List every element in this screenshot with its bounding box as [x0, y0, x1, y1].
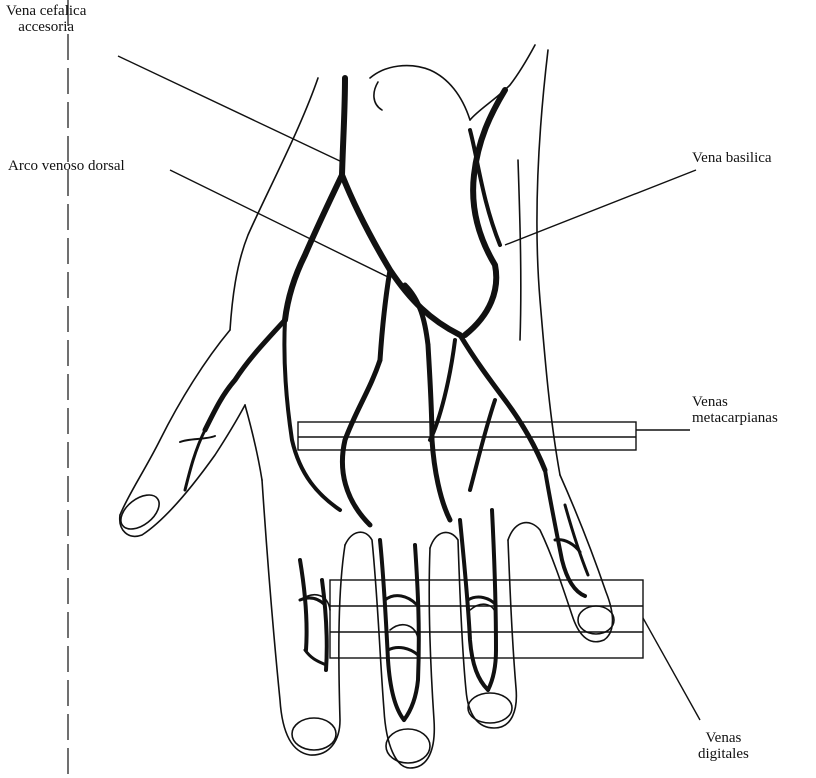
label-vena-cefalica-accesoria: Vena cefalica accesoria: [6, 3, 86, 35]
leader-lines: [118, 56, 696, 278]
label-vena-basilica: Vena basilica: [692, 150, 772, 166]
label-venas-metacarpianas: Venas metacarpianas: [692, 394, 778, 426]
label-digitales-line2: digitales: [698, 746, 749, 762]
label-brackets: [298, 422, 700, 720]
label-arco-venoso-dorsal: Arco venoso dorsal: [8, 158, 125, 174]
label-digitales-line1: Venas: [698, 730, 749, 746]
label-metacarpianas-line2: metacarpianas: [692, 410, 778, 426]
hand-outline: [115, 45, 614, 768]
label-vena-cefalica-line1: Vena cefalica: [6, 3, 86, 19]
label-venas-digitales: Venas digitales: [698, 730, 749, 762]
vein-network: [180, 78, 588, 720]
label-metacarpianas-line1: Venas: [692, 394, 778, 410]
label-vena-cefalica-line2: accesoria: [6, 19, 86, 35]
